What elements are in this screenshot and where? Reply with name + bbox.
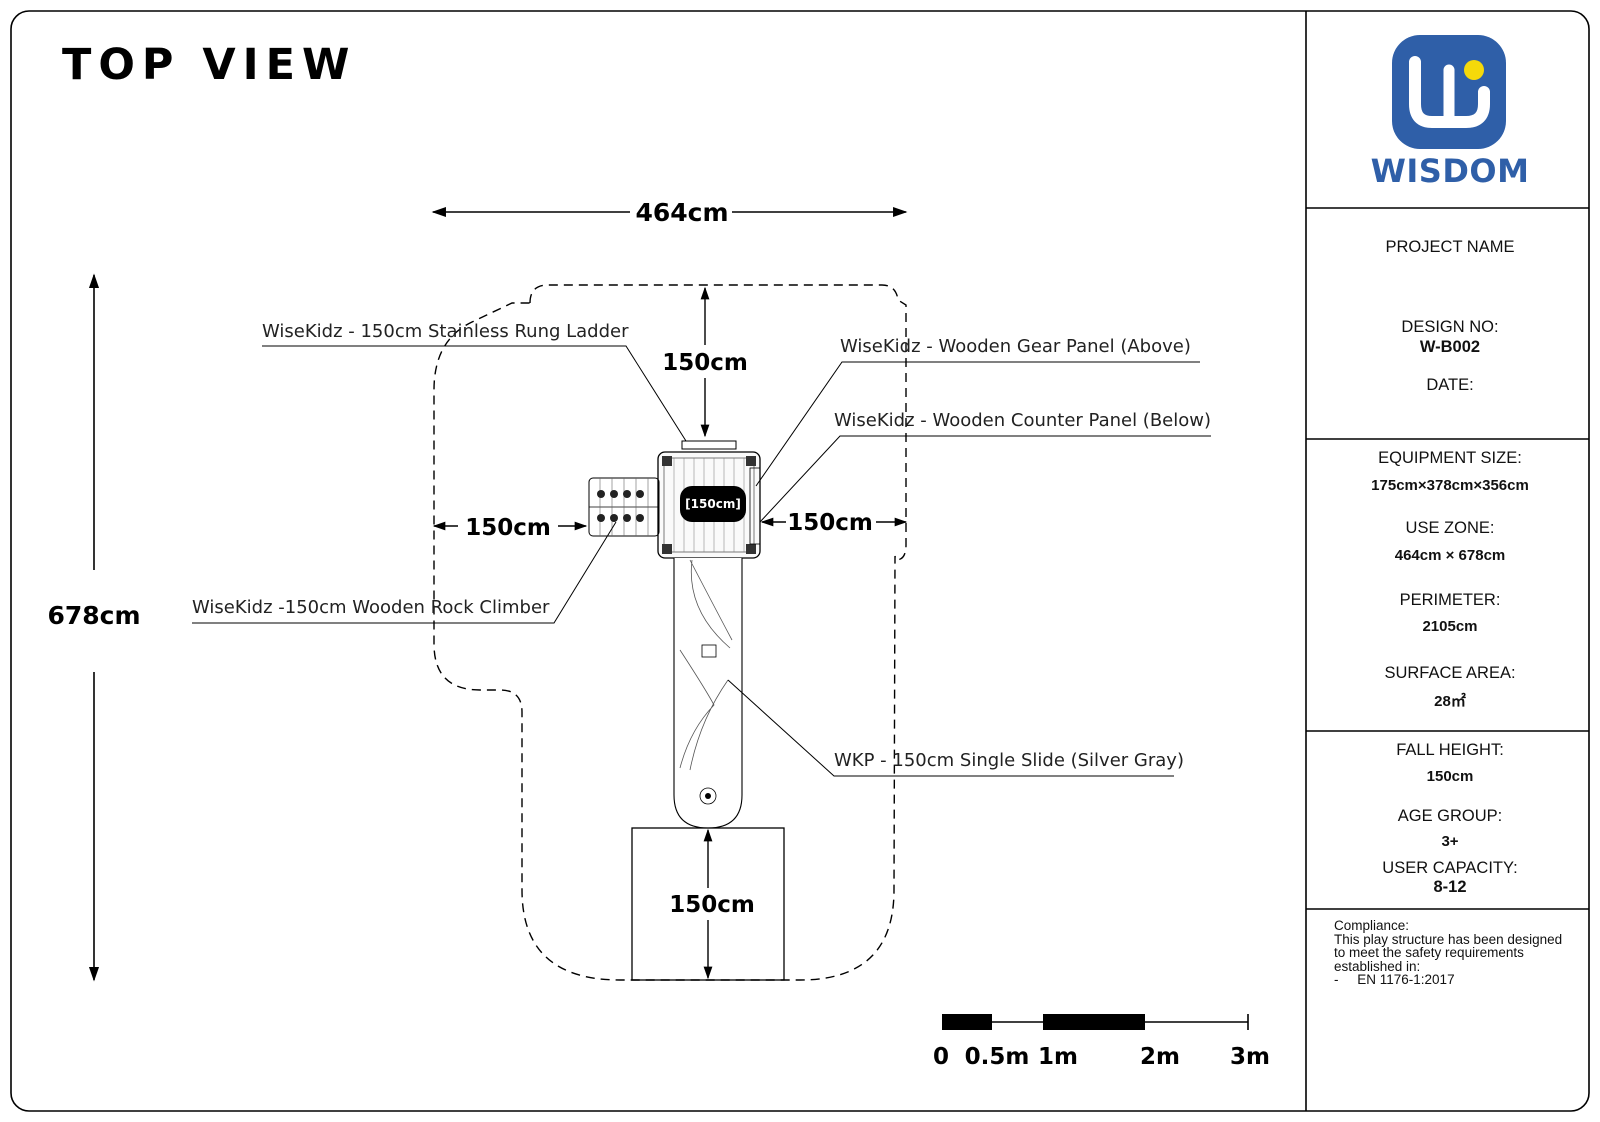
rock-climber bbox=[588, 477, 660, 537]
ladder-leader-line bbox=[262, 345, 687, 442]
scale-label-1m: 1m bbox=[1038, 1044, 1078, 1070]
wisdom-logo bbox=[1392, 35, 1506, 149]
top-clearance-label: 150cm bbox=[662, 350, 748, 376]
page-title: TOP VIEW bbox=[62, 40, 357, 90]
sheet-border bbox=[10, 10, 1590, 1112]
surface-area-value: 28㎡ bbox=[1434, 693, 1466, 710]
left-clearance-label: 150cm bbox=[465, 515, 551, 541]
surface-area-label: SURFACE AREA: bbox=[1384, 664, 1516, 682]
counter-panel-callout: WiseKidz - Wooden Counter Panel (Below) bbox=[834, 410, 1211, 431]
compliance-line: to meet the safety requirements bbox=[1334, 945, 1524, 961]
user-capacity-label: USER CAPACITY: bbox=[1382, 859, 1518, 877]
platform-height-label: [150cm] bbox=[685, 497, 741, 511]
slide-exit-zone bbox=[631, 827, 785, 981]
use-zone-outline bbox=[433, 284, 907, 981]
perimeter-value: 2105cm bbox=[1422, 618, 1478, 635]
use-zone-value: 464cm × 678cm bbox=[1394, 547, 1506, 564]
rock-climber-callout: WiseKidz -150cm Wooden Rock Climber bbox=[192, 597, 550, 618]
slide-leader-line bbox=[727, 679, 1174, 777]
fall-height-label: FALL HEIGHT: bbox=[1396, 741, 1504, 759]
age-group-value: 3+ bbox=[1441, 833, 1459, 850]
scale-label-2m: 2m bbox=[1140, 1044, 1180, 1070]
design-no-label: DESIGN NO: bbox=[1401, 318, 1499, 336]
single-slide bbox=[673, 558, 743, 829]
use-zone-width-label: 464cm bbox=[635, 198, 728, 227]
perimeter-label: PERIMETER: bbox=[1399, 591, 1501, 609]
fall-height-value: 150cm bbox=[1426, 768, 1474, 785]
counter-panel-leader-line bbox=[759, 435, 1211, 523]
equipment-size-value: 175cm×378cm×356cm bbox=[1371, 477, 1529, 494]
compliance-line: established in: bbox=[1334, 958, 1421, 974]
compliance-line: - EN 1176-1:2017 bbox=[1334, 972, 1455, 988]
compliance-line: This play structure has been designed bbox=[1334, 931, 1563, 947]
gear-panel-callout: WiseKidz - Wooden Gear Panel (Above) bbox=[840, 336, 1191, 357]
ladder-callout: WiseKidz - 150cm Stainless Rung Ladder bbox=[262, 321, 629, 342]
compliance-note: Compliance: This play structure has been… bbox=[1334, 919, 1596, 987]
user-capacity-value: 8-12 bbox=[1433, 878, 1467, 896]
age-group-label: AGE GROUP: bbox=[1397, 807, 1503, 825]
slide-callout: WKP - 150cm Single Slide (Silver Gray) bbox=[834, 750, 1184, 771]
brand-name: WISDOM bbox=[1370, 152, 1530, 190]
design-no-value: W-B002 bbox=[1419, 338, 1481, 356]
use-zone-height-label: 678cm bbox=[47, 601, 140, 630]
scale-bar bbox=[942, 1014, 1249, 1030]
compliance-line: Compliance: bbox=[1334, 918, 1410, 933]
scale-label-0-5m: 0.5m bbox=[965, 1044, 1030, 1070]
exit-clearance-label: 150cm bbox=[669, 892, 755, 918]
rock-climber-leader-line bbox=[192, 521, 617, 624]
platform-tower bbox=[657, 440, 761, 559]
scale-label-3m: 3m bbox=[1230, 1044, 1270, 1070]
gear-panel-leader-line bbox=[755, 361, 1200, 487]
project-name-label: PROJECT NAME bbox=[1385, 238, 1515, 256]
use-zone-label: USE ZONE: bbox=[1405, 519, 1495, 537]
scale-label-0: 0 bbox=[933, 1044, 949, 1070]
date-label: DATE: bbox=[1426, 376, 1474, 394]
equipment-size-label: EQUIPMENT SIZE: bbox=[1378, 449, 1522, 467]
right-clearance-label: 150cm bbox=[787, 510, 873, 536]
